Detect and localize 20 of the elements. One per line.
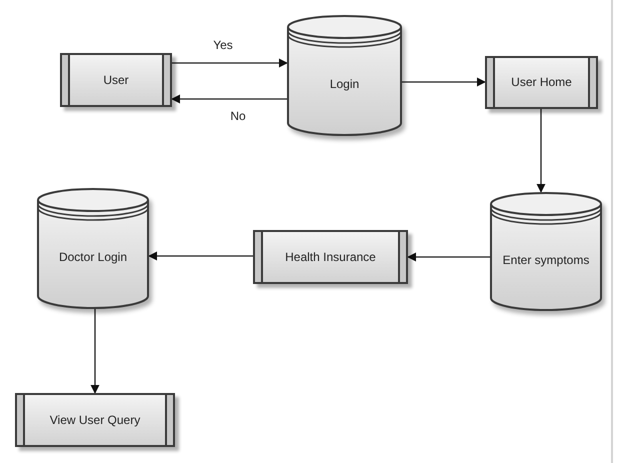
edge-label: No — [228, 109, 248, 123]
process-box — [60, 53, 172, 107]
node-label: Login — [328, 76, 360, 92]
arrow — [148, 252, 253, 260]
process-box — [253, 230, 408, 284]
arrow — [172, 58, 288, 68]
arrow — [407, 252, 490, 262]
node-label: View User Query — [48, 412, 142, 428]
edge-label: Yes — [211, 38, 235, 52]
arrow — [90, 308, 100, 394]
node-label: Enter symptoms — [502, 252, 590, 268]
node-label: Doctor Login — [58, 250, 128, 264]
arrow — [402, 78, 486, 86]
arrow — [171, 94, 287, 104]
node-label: User Home — [510, 75, 573, 90]
arrow — [536, 109, 546, 193]
node-label: User — [102, 72, 130, 88]
process-box — [485, 56, 598, 109]
process-box — [15, 393, 175, 447]
node-label: Health Insurance — [284, 250, 377, 264]
